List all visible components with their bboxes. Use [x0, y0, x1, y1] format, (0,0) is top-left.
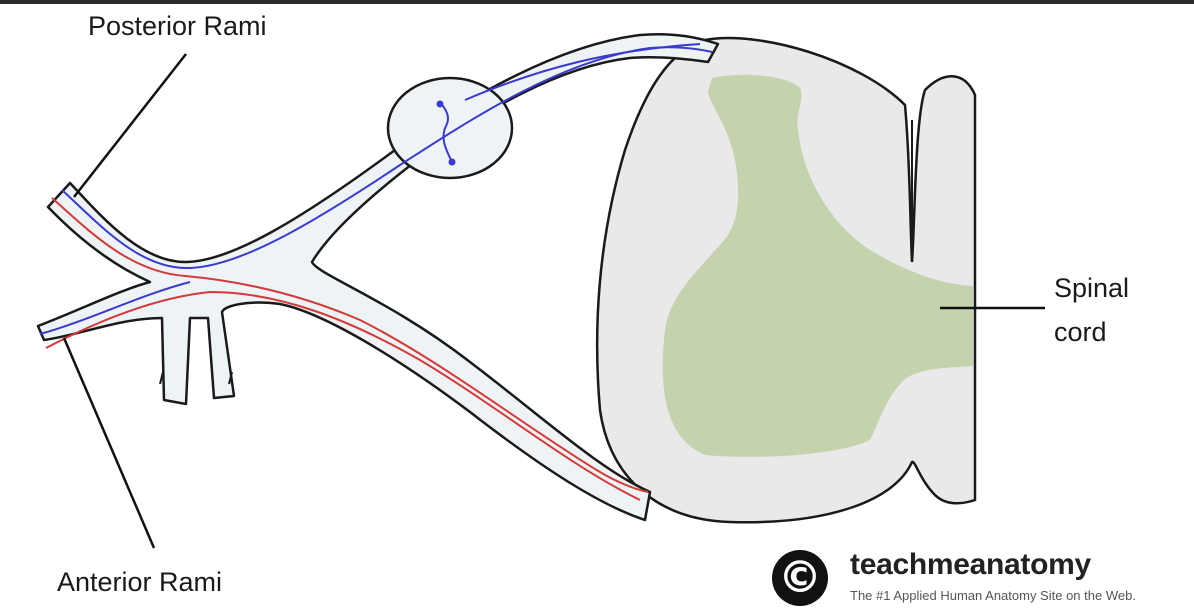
copyright-icon: © [772, 550, 828, 606]
anterior-rami-label: Anterior Rami [57, 566, 222, 598]
posterior-rami-label: Posterior Rami [88, 10, 267, 42]
sensory-cell-body-top [437, 101, 444, 108]
spinal-cord-label-line1: Spinal [1054, 266, 1129, 310]
brand-tagline: The #1 Applied Human Anatomy Site on the… [850, 588, 1136, 603]
sensory-cell-body-bottom [449, 159, 456, 166]
spinal-cord-label: Spinal cord [1054, 266, 1129, 354]
spinal-cord-label-line2: cord [1054, 310, 1129, 354]
posterior-rami-leader [74, 54, 186, 197]
anterior-rami-leader [64, 338, 154, 548]
brand-name: teachmeanatomy [850, 548, 1091, 582]
top-border [0, 0, 1194, 4]
brand-watermark: © teachmeanatomy The #1 Applied Human An… [772, 546, 1188, 606]
